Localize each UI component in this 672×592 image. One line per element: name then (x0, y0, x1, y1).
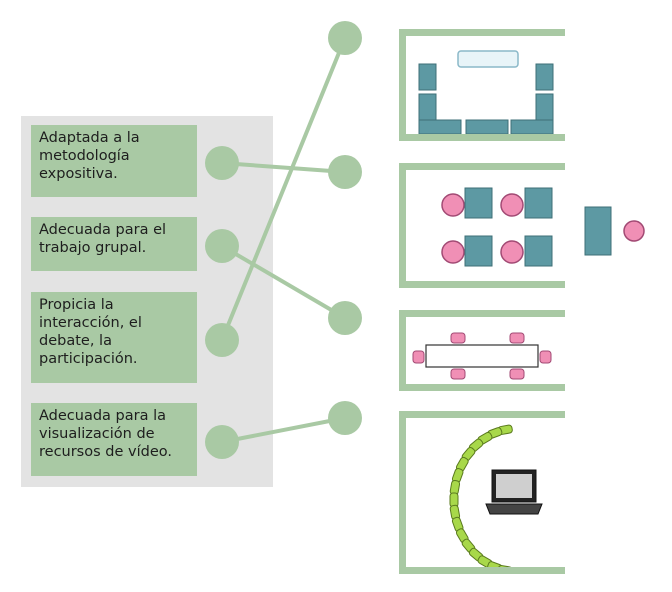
chair-icon (449, 492, 459, 508)
option-label-expositiva[interactable]: Adaptada a la metodología expositiva. (31, 125, 197, 197)
layout-group-tables[interactable] (399, 163, 565, 288)
meeting-table-icon (412, 332, 552, 380)
connector-dot-interaccion[interactable] (205, 323, 239, 357)
option-label-grupal[interactable]: Adecuada para el trabajo grupal. (31, 217, 197, 271)
connector-dot-board-table[interactable] (328, 301, 362, 335)
connector-dot-expositiva[interactable] (205, 146, 239, 180)
chair-icon (441, 193, 524, 264)
connector-dot-semicircle-screen[interactable] (328, 401, 362, 435)
laptop-icon (485, 469, 543, 515)
layout-auditorium[interactable] (399, 29, 565, 141)
connector-dot-grupal[interactable] (205, 229, 239, 263)
layout-board-table[interactable] (399, 310, 565, 391)
connector-dot-auditorium[interactable] (328, 21, 362, 55)
option-label-video[interactable]: Adecuada para la visualización de recurs… (31, 403, 197, 476)
semicircle-laptop-icon (449, 424, 543, 567)
u-shaped-classroom-icon (418, 50, 554, 134)
connector-dot-video[interactable] (205, 425, 239, 459)
layout-semicircle-screen[interactable] (399, 411, 565, 574)
group-tables-icon (441, 187, 553, 267)
teacher-desk-icon (584, 206, 645, 256)
chair-icon (487, 561, 503, 567)
chair-icon (497, 565, 513, 567)
option-label-interaccion[interactable]: Propicia la interacción, el debate, la p… (31, 292, 197, 383)
connector-dot-group-tables[interactable] (328, 155, 362, 189)
